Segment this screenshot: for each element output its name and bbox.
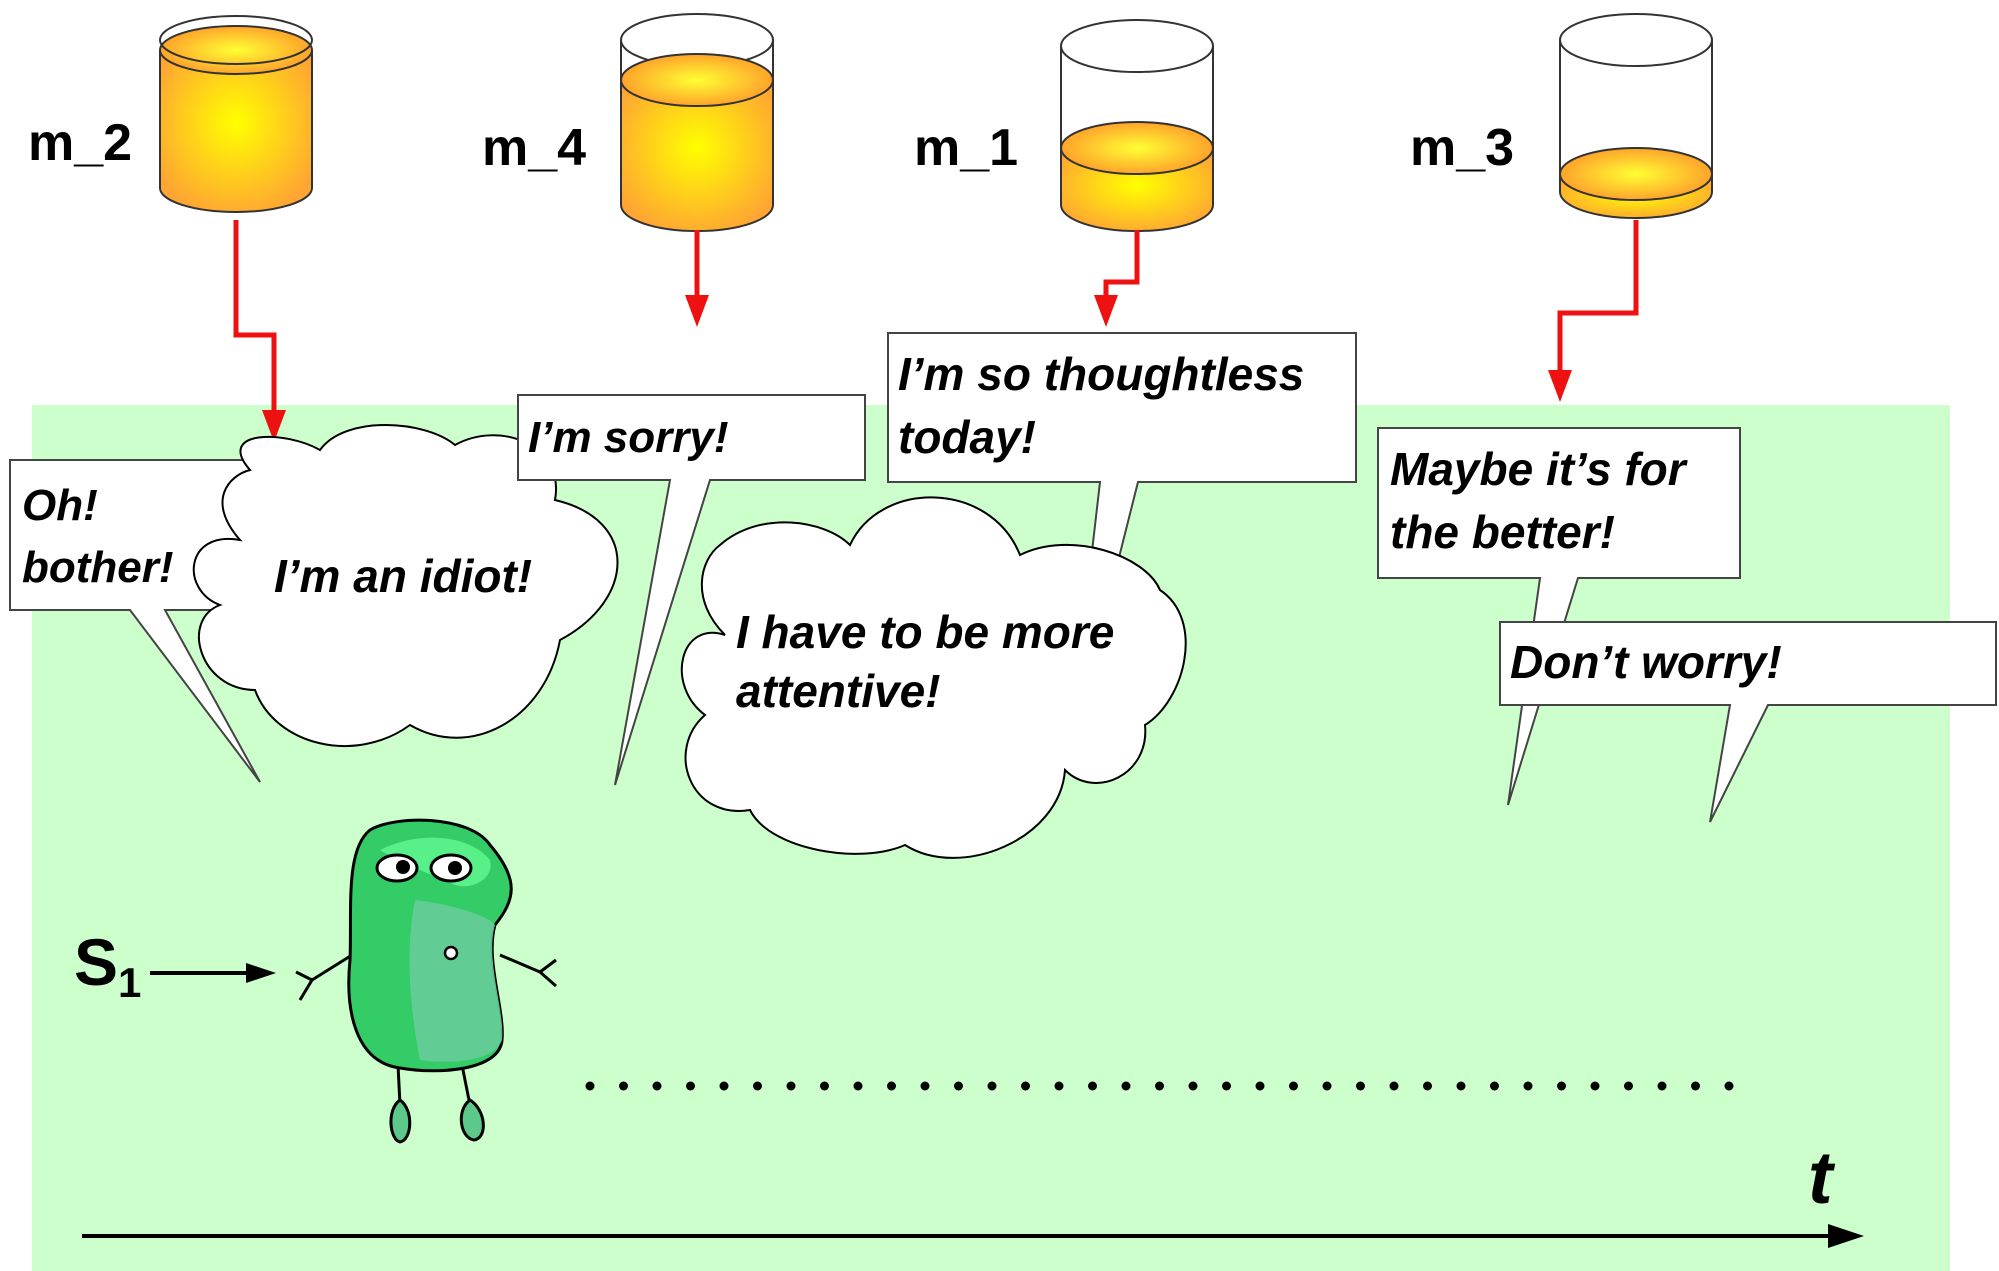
subject-label-subscript: 1 xyxy=(118,959,141,1006)
arrow-m3 xyxy=(1557,220,1639,375)
speech-bubble-better-line-2: the better! xyxy=(1390,506,1615,558)
dot xyxy=(1255,1081,1265,1091)
dot xyxy=(1289,1081,1298,1091)
speech-bubble-dont-worry-text: Don’t worry! xyxy=(1510,636,1782,688)
speech-bubble-thoughtless-line-1: I’m so thoughtless xyxy=(898,348,1304,400)
dot xyxy=(1557,1081,1566,1091)
container-label-m3: m_3 xyxy=(1410,119,1514,177)
speech-bubble-thoughtless-line-2: today! xyxy=(898,411,1036,463)
speech-bubble-sorry-text: I’m sorry! xyxy=(528,413,729,462)
arrow-m2-head xyxy=(262,410,286,442)
container-label-m2: m_2 xyxy=(28,114,132,172)
time-axis: t xyxy=(82,1136,1864,1248)
container-m4: m_4 xyxy=(482,13,774,232)
speech-bubble-thoughtless: I’m so thoughtless today! xyxy=(887,332,1357,761)
arrow-m4-head xyxy=(685,295,709,327)
dot xyxy=(1657,1081,1667,1091)
dot xyxy=(1389,1081,1399,1091)
dot xyxy=(1691,1081,1700,1091)
thought-bubble-attentive: I have to be more attentive! xyxy=(680,496,1187,859)
dot xyxy=(585,1081,595,1091)
dot xyxy=(619,1081,628,1091)
subject-arrow-head xyxy=(246,963,276,983)
dot xyxy=(753,1081,762,1091)
svg-text:S1: S1 xyxy=(74,925,141,1006)
dot xyxy=(1724,1081,1734,1091)
dot xyxy=(1121,1081,1131,1091)
dotted-line xyxy=(585,1081,1734,1091)
dot xyxy=(1021,1081,1030,1091)
container-label-m4: m_4 xyxy=(482,119,586,177)
dot xyxy=(1054,1081,1064,1091)
dot xyxy=(1590,1081,1600,1091)
speech-bubble-sorry: I’m sorry! xyxy=(517,394,866,786)
speech-bubble-better: Maybe it’s for the better! xyxy=(1377,427,1741,806)
dot xyxy=(1624,1081,1633,1091)
dot xyxy=(719,1081,729,1091)
dot xyxy=(1490,1081,1499,1091)
container-m3: m_3 xyxy=(1410,13,1713,219)
arrow-m2 xyxy=(233,220,277,415)
arrow-m1-head xyxy=(1094,295,1118,327)
speech-bubble-better-line-1: Maybe it’s for xyxy=(1390,443,1688,495)
speech-bubble-dont-worry: Don’t worry! xyxy=(1499,621,1997,823)
thought-bubble-attentive-line-1: I have to be more xyxy=(736,606,1114,658)
subject-label-main: S xyxy=(74,925,118,999)
container-label-m1: m_1 xyxy=(914,119,1018,177)
dot xyxy=(820,1081,829,1091)
thought-bubble-attentive-line-2: attentive! xyxy=(736,665,940,717)
dot xyxy=(1423,1081,1432,1091)
subject-label: S1 xyxy=(74,925,276,1006)
dot xyxy=(920,1081,930,1091)
dot xyxy=(1088,1081,1097,1091)
dot xyxy=(686,1081,695,1091)
dot xyxy=(1356,1081,1365,1091)
dot xyxy=(853,1081,863,1091)
dot xyxy=(786,1081,796,1091)
arrow-m1 xyxy=(1103,230,1140,300)
thought-bubble-idiot: I’m an idiot! xyxy=(192,424,619,747)
dot xyxy=(1322,1081,1332,1091)
dot xyxy=(652,1081,662,1091)
dot xyxy=(887,1081,896,1091)
time-axis-arrowhead xyxy=(1828,1224,1864,1248)
container-m1: m_1 xyxy=(914,19,1214,232)
container-m2: m_2 xyxy=(28,15,313,213)
speech-bubble-oh-bother-line-1: Oh! xyxy=(22,481,98,530)
thought-bubble-idiot-text: I’m an idiot! xyxy=(274,550,532,602)
subject-creature xyxy=(295,818,557,1144)
dot xyxy=(987,1081,997,1091)
dot xyxy=(1456,1081,1466,1091)
dot xyxy=(1523,1081,1533,1091)
time-axis-label: t xyxy=(1808,1136,1836,1219)
dot xyxy=(1188,1081,1198,1091)
dot xyxy=(1222,1081,1231,1091)
red-arrows xyxy=(233,220,1639,442)
dot xyxy=(954,1081,963,1091)
dot xyxy=(1155,1081,1164,1091)
arrow-m3-head xyxy=(1548,370,1572,402)
speech-bubble-oh-bother-line-2: bother! xyxy=(22,543,174,592)
